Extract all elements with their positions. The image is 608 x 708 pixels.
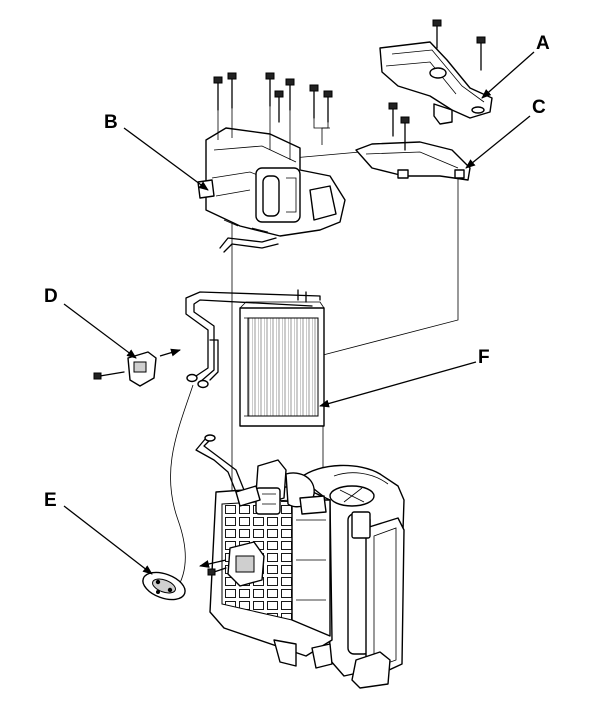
callout-labels: A B C D E F — [44, 33, 550, 511]
callout-f: F — [478, 347, 490, 368]
callout-leaders — [63, 51, 535, 575]
leader-e — [63, 505, 153, 575]
leader-c — [465, 115, 531, 169]
callout-b: B — [104, 112, 118, 133]
part-b-upper-case — [197, 127, 346, 237]
leader-a — [481, 51, 535, 99]
leader-f — [319, 361, 477, 408]
leader-b — [123, 127, 209, 191]
part-d-pipe-clamp — [93, 348, 181, 387]
part-f-heater-core — [239, 301, 325, 427]
screws-part-a — [432, 19, 486, 71]
part-c-cover-plate — [355, 141, 471, 181]
screws-part-c — [388, 102, 410, 151]
wire-retainer — [219, 237, 279, 253]
screws-part-b — [213, 72, 333, 160]
heater-core-pipes — [185, 289, 321, 389]
callout-c: C — [532, 97, 546, 118]
lower-heater-case — [195, 434, 405, 689]
callout-e: E — [44, 490, 57, 511]
leader-d — [63, 303, 137, 359]
part-a-upper-duct — [379, 41, 493, 125]
callout-d: D — [44, 286, 58, 307]
callout-a: A — [536, 33, 550, 54]
part-e-grommet — [142, 571, 186, 601]
